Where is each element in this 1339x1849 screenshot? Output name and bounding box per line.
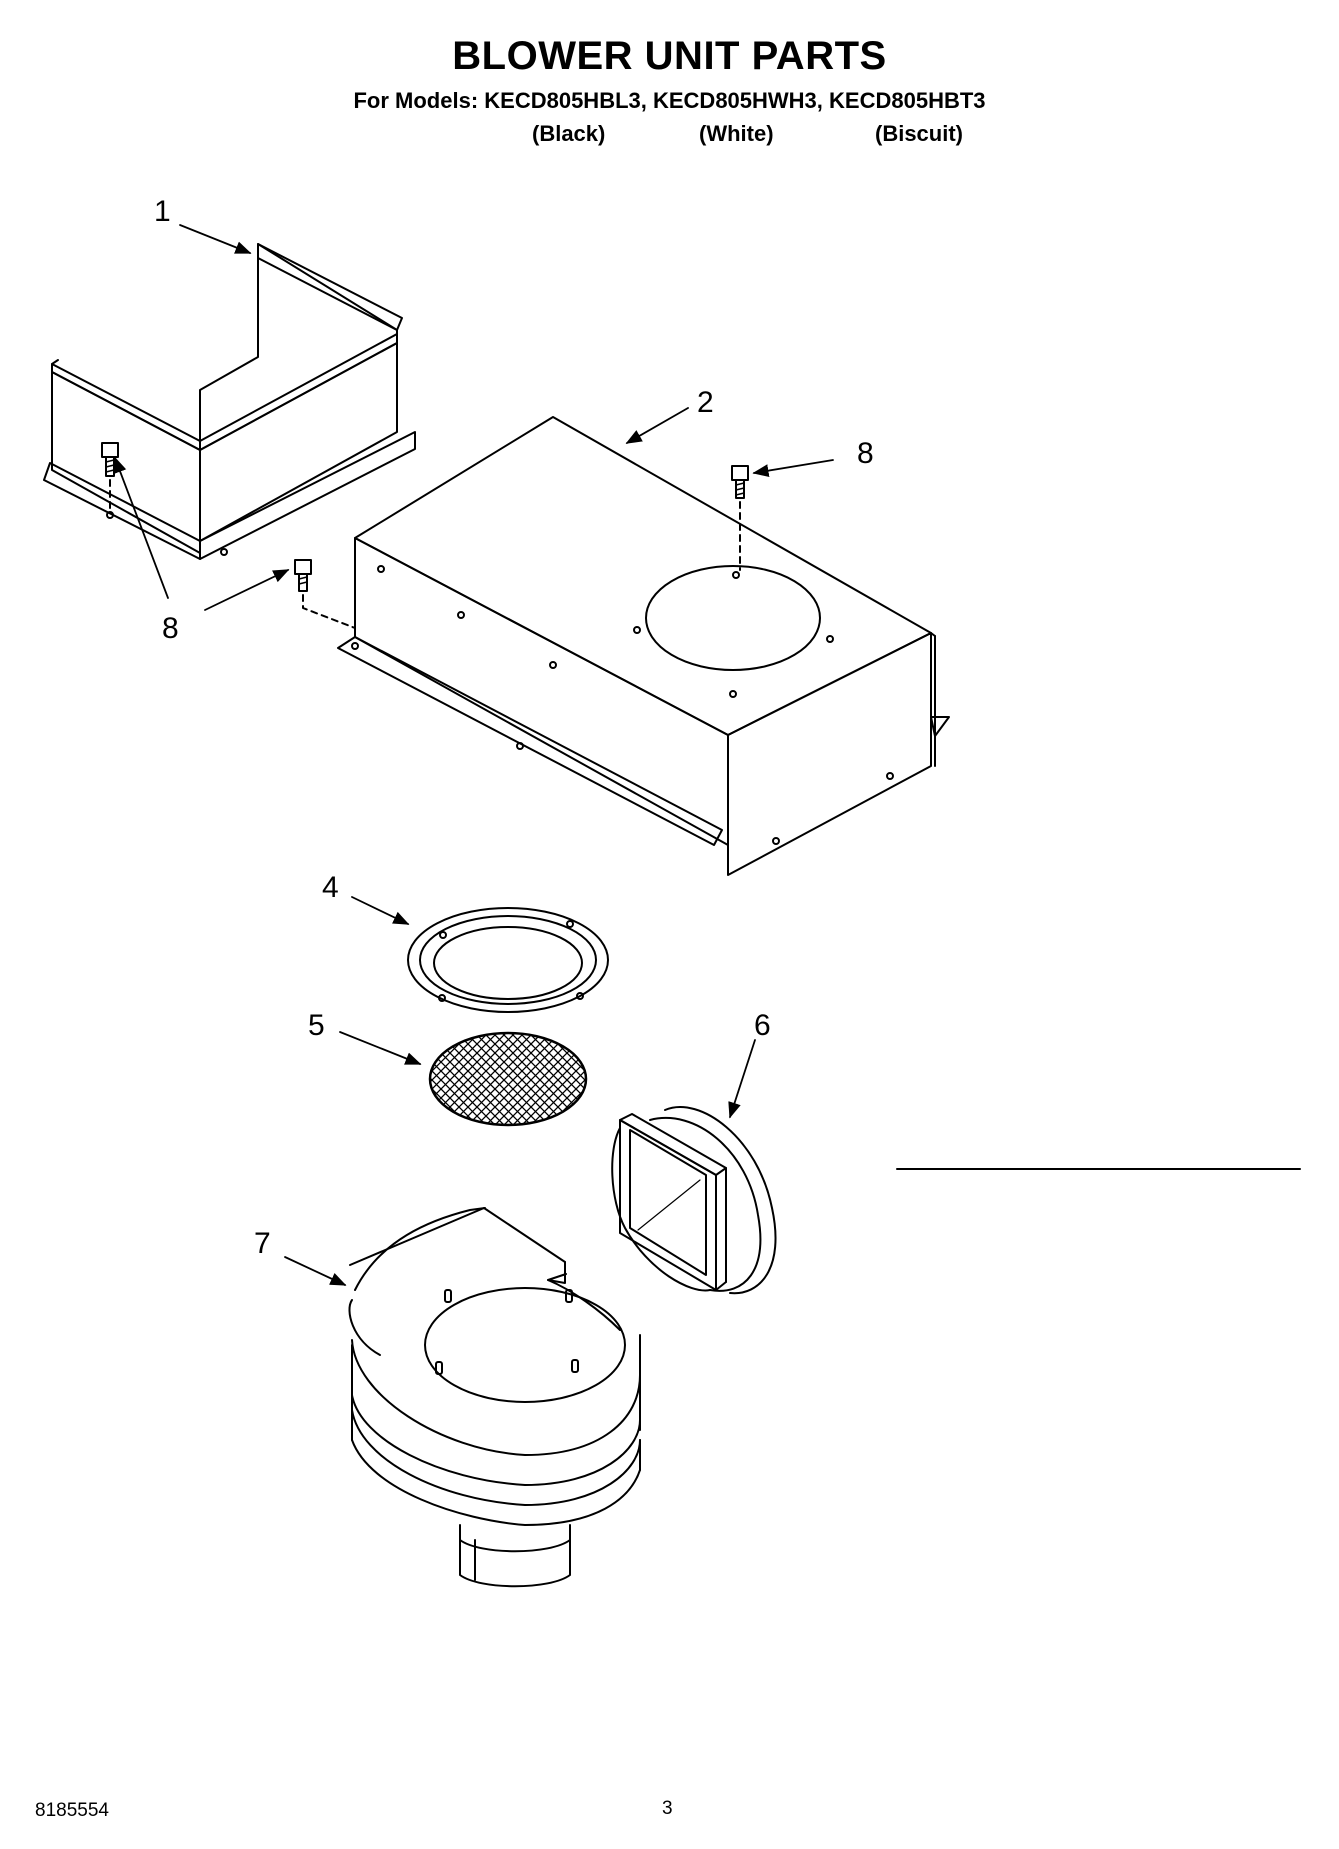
part-1-bracket [43, 243, 416, 560]
part-8-screws [101, 442, 749, 629]
color-label-white: (White) [699, 121, 774, 146]
color-label-biscuit: (Biscuit) [875, 121, 963, 146]
callout-8-right: 8 [857, 437, 874, 470]
callout-5: 5 [308, 1009, 325, 1042]
callout-8-left: 8 [162, 612, 179, 645]
screw-right [731, 465, 749, 571]
part-6-damper [611, 1106, 777, 1295]
screw-middle [294, 559, 356, 629]
callout-4: 4 [322, 871, 339, 904]
page-number: 3 [662, 1798, 673, 1819]
part-7-blower [348, 1207, 641, 1588]
part-4-ring [407, 907, 609, 1013]
part-2-housing [337, 416, 950, 876]
leader-arrows [114, 224, 834, 1286]
callout-7: 7 [254, 1227, 271, 1260]
callout-6: 6 [754, 1009, 771, 1042]
page-title: BLOWER UNIT PARTS [452, 34, 887, 78]
callout-2: 2 [697, 386, 714, 419]
models-line: For Models: KECD805HBL3, KECD805HWH3, KE… [353, 88, 986, 113]
color-label-black: (Black) [532, 121, 606, 146]
callout-1: 1 [154, 195, 171, 228]
part-5-mesh [428, 1031, 588, 1127]
document-number: 8185554 [35, 1800, 109, 1821]
